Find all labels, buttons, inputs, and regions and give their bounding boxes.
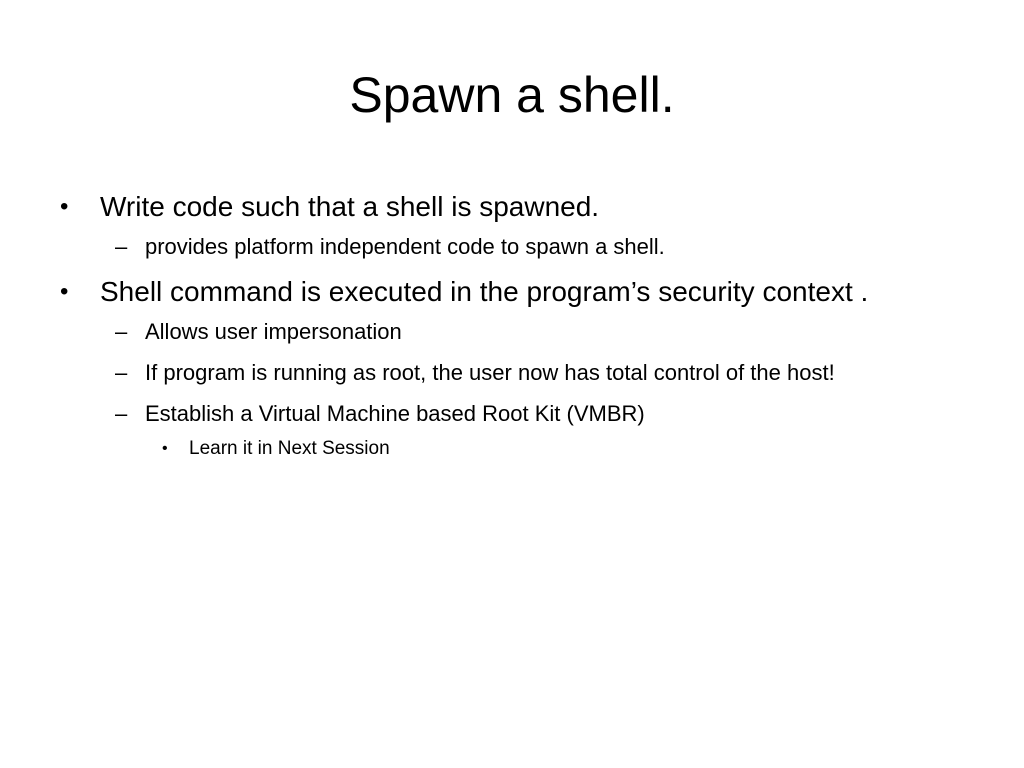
bullet-text: Shell command is executed in the program… [100, 276, 869, 307]
dash-marker: – [115, 360, 128, 385]
sub-sub-bullet-text: Learn it in Next Session [189, 438, 390, 459]
slide-content: • Write code such that a shell is spawne… [56, 186, 966, 464]
bullet-marker: • [162, 440, 168, 457]
sub-bullet-text: provides platform independent code to sp… [145, 234, 665, 259]
slide-title: Spawn a shell. [349, 67, 675, 123]
sub-bullet-impersonation: – Allows user impersonation [56, 315, 966, 349]
sub-bullet-text: If program is running as root, the user … [145, 360, 835, 385]
dash-marker: – [115, 319, 128, 344]
bullet-write-code: • Write code such that a shell is spawne… [56, 186, 966, 227]
bullet-marker: • [60, 278, 69, 305]
sub-bullet-text: Allows user impersonation [145, 319, 402, 344]
sub-sub-bullet-next-session: • Learn it in Next Session [56, 434, 966, 464]
sub-bullet-vmbr: – Establish a Virtual Machine based Root… [56, 397, 966, 431]
sub-bullet-platform-independent: – provides platform independent code to … [56, 230, 966, 264]
dash-marker: – [115, 401, 128, 426]
bullet-text: Write code such that a shell is spawned. [100, 191, 600, 222]
sub-bullet-text: Establish a Virtual Machine based Root K… [145, 401, 645, 426]
bullet-marker: • [60, 193, 69, 220]
dash-marker: – [115, 234, 128, 259]
bullet-security-context: • Shell command is executed in the progr… [56, 271, 966, 312]
sub-bullet-root-control: – If program is running as root, the use… [56, 356, 966, 390]
